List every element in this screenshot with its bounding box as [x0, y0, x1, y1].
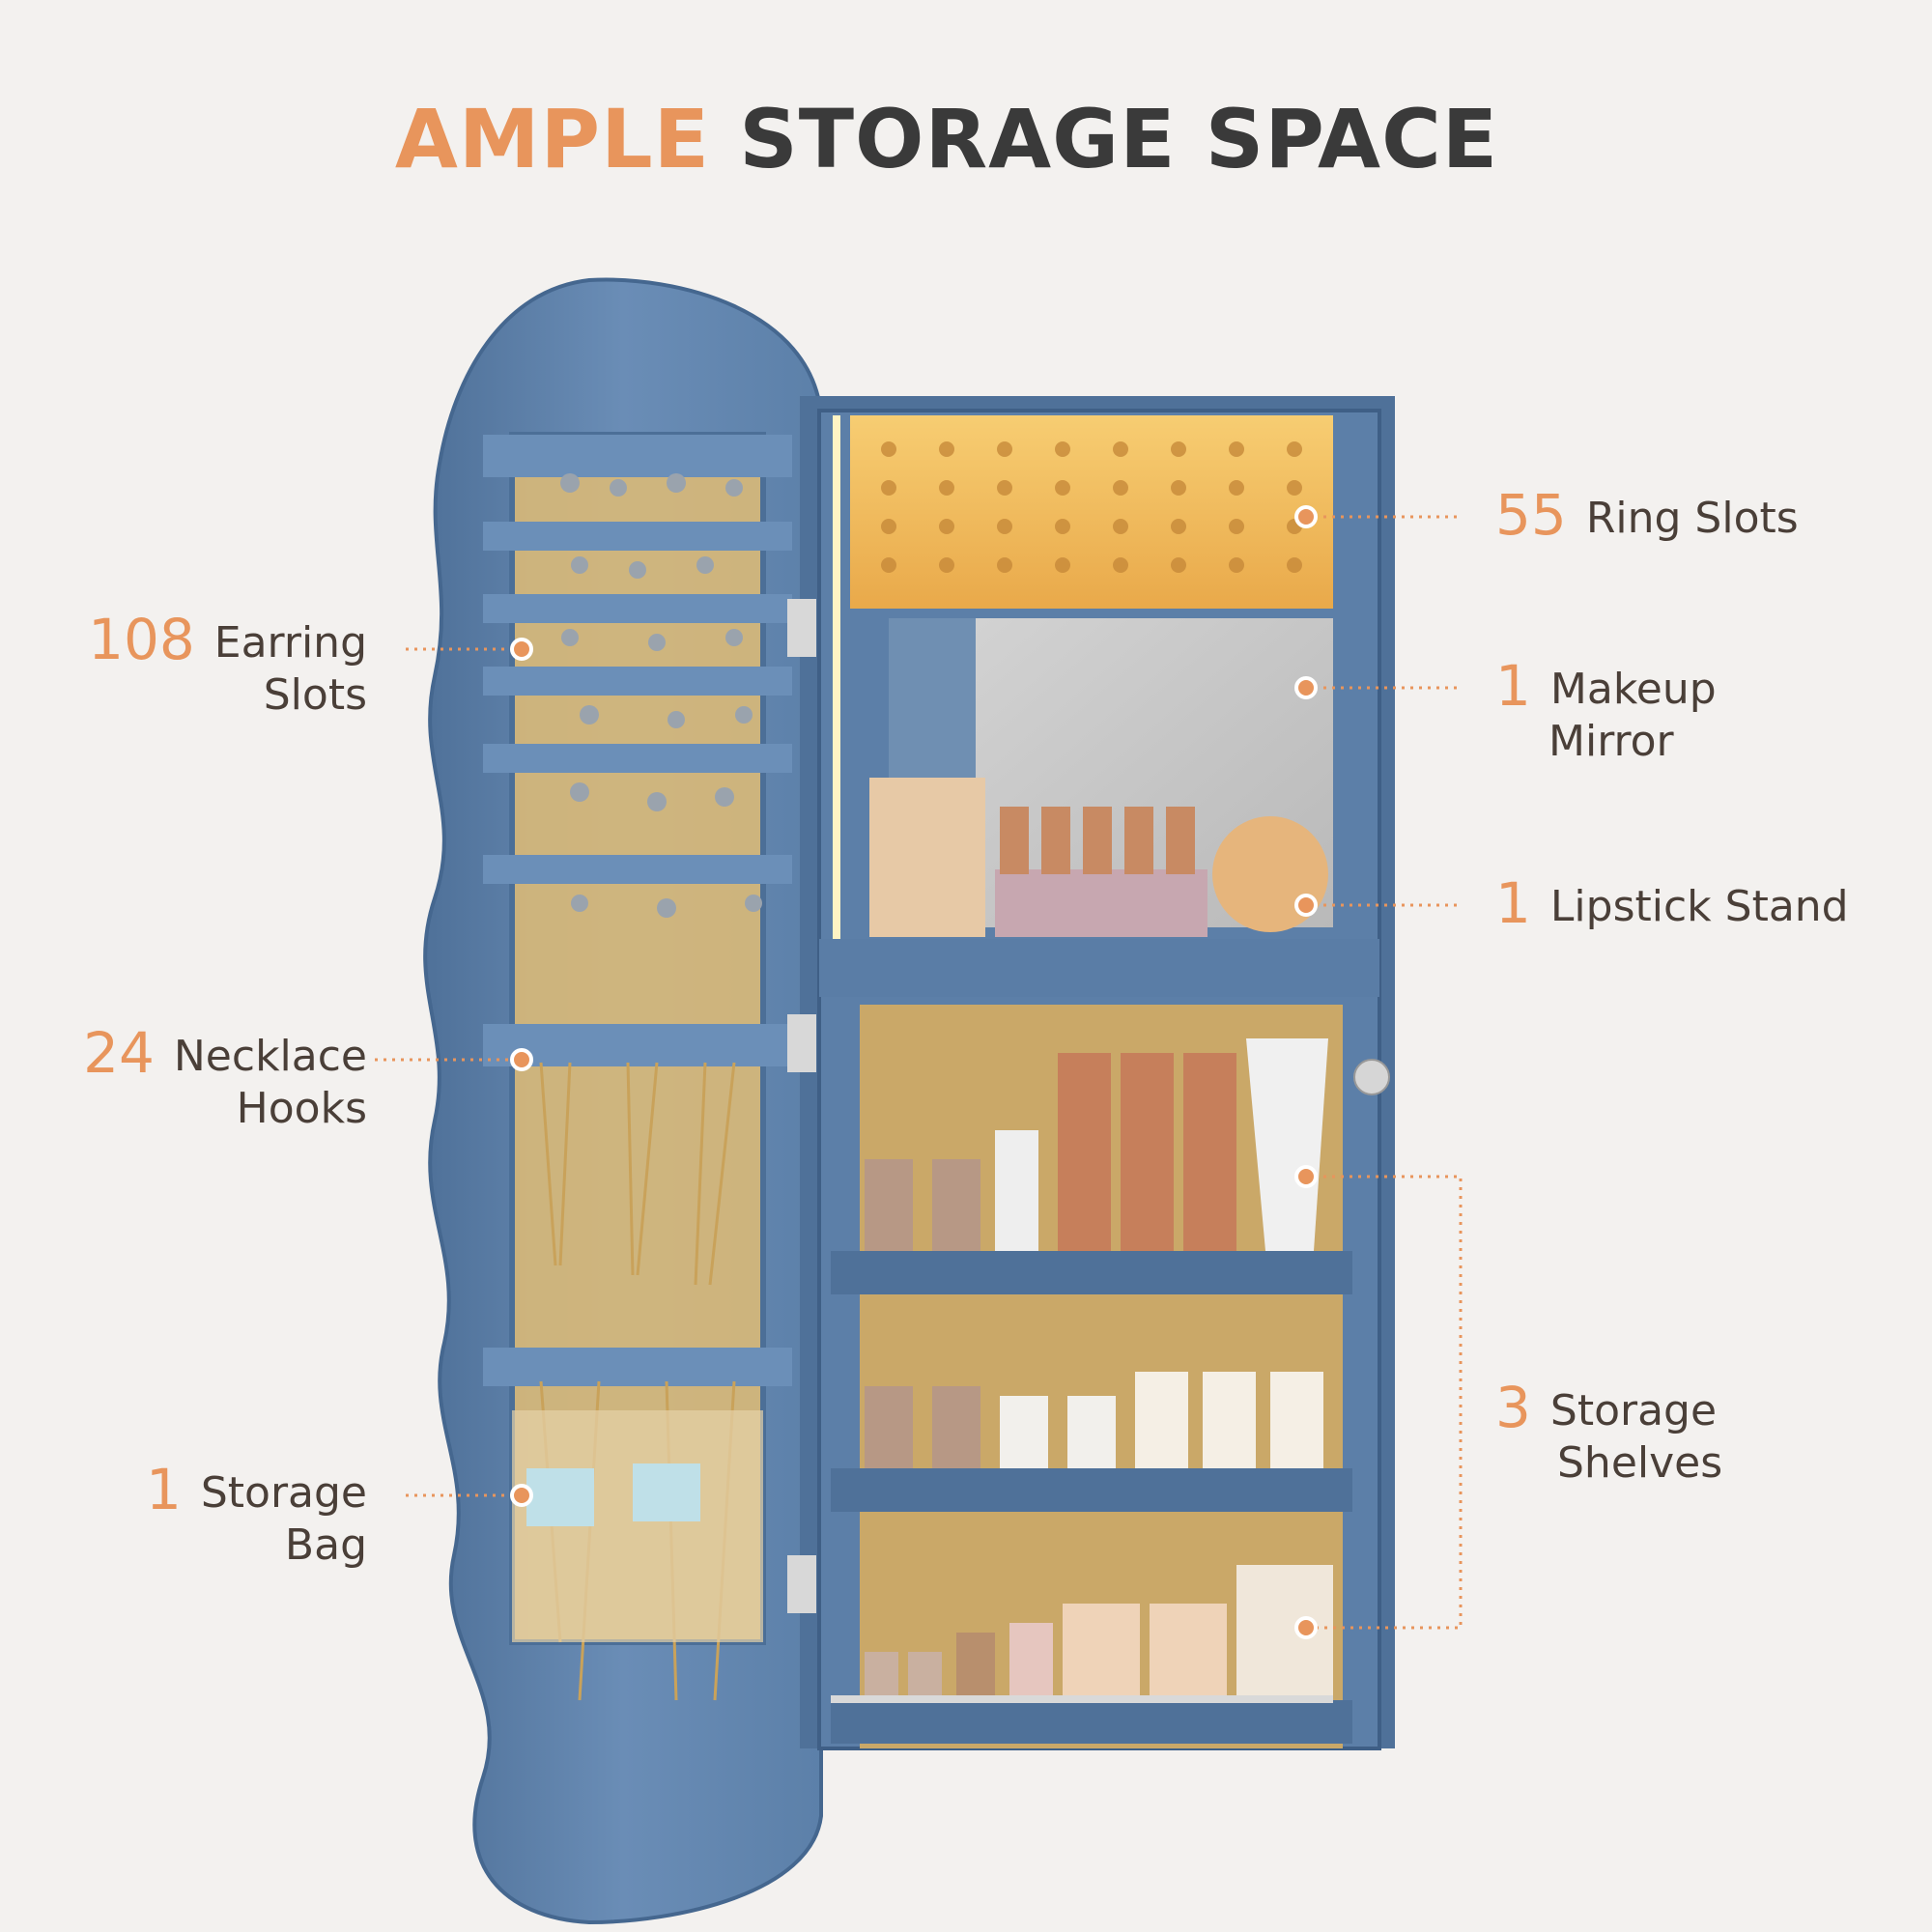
earring-count: 108 [88, 607, 195, 672]
lipstick-count: 1 [1495, 870, 1531, 936]
cabinet-body [787, 396, 1395, 1750]
mirror-label-1: Makeup [1549, 665, 1717, 714]
mirror-count: 1 [1495, 653, 1531, 719]
lipstick-label: Lipstick Stand [1549, 882, 1849, 931]
shelves-label-1: Storage [1549, 1386, 1718, 1435]
cabinet-door [423, 277, 823, 1925]
ring-label: Ring Slots [1585, 494, 1799, 543]
page-title: AMPLE STORAGE SPACE [0, 92, 1893, 186]
shelves-count: 3 [1495, 1375, 1531, 1440]
earring-label-2: Slots [263, 670, 367, 720]
bag-label-2: Bag [284, 1520, 367, 1570]
title-accent: AMPLE [394, 92, 710, 186]
title-rest: STORAGE SPACE [739, 92, 1499, 186]
ring-tray [850, 415, 1333, 609]
necklace-count: 24 [83, 1020, 155, 1086]
ring-count: 55 [1495, 482, 1567, 548]
mirror-label-2: Mirror [1548, 717, 1674, 766]
shelves-label-2: Shelves [1557, 1438, 1723, 1488]
earring-label-1: Earring [213, 618, 367, 668]
earring-bars [483, 435, 792, 1386]
necklace-label-1: Necklace [173, 1032, 367, 1081]
leader-lines [375, 515, 1463, 1630]
callout-markers [510, 505, 1318, 1639]
bag-count: 1 [145, 1457, 182, 1522]
necklace-label-2: Hooks [236, 1084, 367, 1133]
lipstick-stand [869, 778, 1328, 937]
storage-shelves [831, 1251, 1352, 1744]
bag-label-1: Storage [200, 1468, 367, 1518]
